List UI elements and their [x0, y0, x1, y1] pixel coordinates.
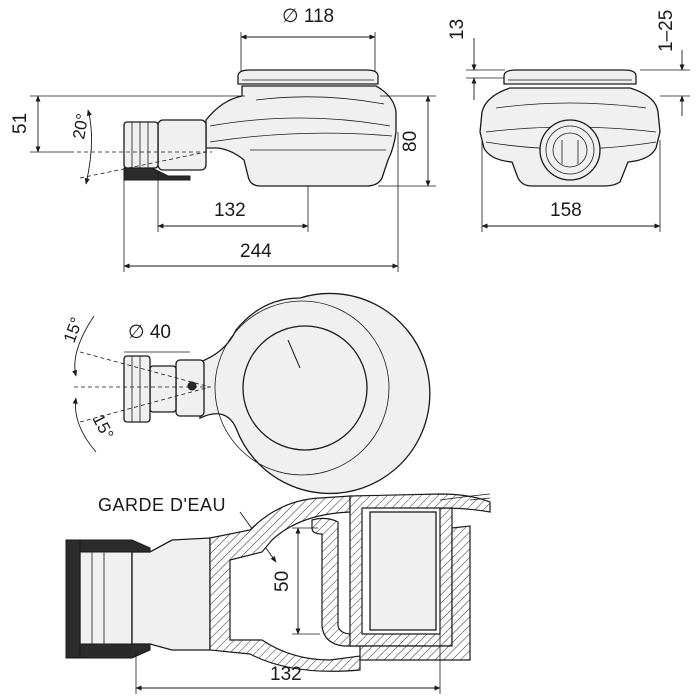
trap-wall-section — [209, 495, 361, 672]
grate-disc — [237, 69, 379, 85]
top-view: ∅ 40 15° 15° — [60, 292, 431, 495]
height-51-label: 51 — [10, 113, 31, 134]
front-outlet-ring — [539, 119, 601, 181]
angle-15-bottom-label: 15° — [88, 411, 117, 443]
outlet-diameter-label: ∅ 40 — [128, 322, 171, 343]
water-seal-height-label: 50 — [272, 571, 293, 592]
length-132-side-label: 132 — [214, 200, 246, 221]
length-244-label: 244 — [240, 241, 272, 262]
front-view: 13 1–25 158 — [447, 10, 690, 232]
adjust-range-label: 1–25 — [656, 10, 677, 52]
angle-15-top-label: 15° — [60, 315, 87, 346]
side-view: ∅ 118 20° 51 80 132 — [10, 6, 436, 272]
angle-20-label: 20° — [69, 112, 92, 141]
height-13-label: 13 — [447, 19, 468, 40]
width-158-label: 158 — [550, 200, 582, 221]
front-grate — [503, 69, 637, 85]
top-grate-circle — [242, 325, 368, 451]
height-80-label: 80 — [400, 131, 421, 152]
water-seal-label: GARDE D'EAU — [98, 495, 226, 515]
grate-diameter-label: ∅ 118 — [282, 6, 334, 27]
outlet-coupling — [157, 119, 207, 171]
length-132-section-label: 132 — [270, 664, 302, 685]
section-view: GARDE D'EAU 50 132 — [65, 493, 491, 694]
